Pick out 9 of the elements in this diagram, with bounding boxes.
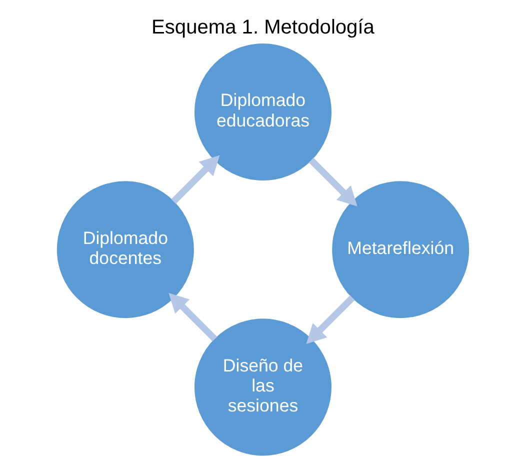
node-circle: Diplomado docentes bbox=[56, 181, 194, 318]
node-circle: Metareflexión bbox=[332, 181, 470, 318]
arrow bbox=[308, 158, 358, 206]
node-circle: Diplomado educadoras bbox=[194, 44, 332, 181]
arrow bbox=[168, 292, 218, 342]
arrow bbox=[171, 155, 220, 204]
node-circle: Diseño de las sesiones bbox=[194, 318, 332, 456]
diagram-title: Esquema 1. Metodología bbox=[152, 16, 374, 38]
arrow bbox=[306, 295, 355, 344]
